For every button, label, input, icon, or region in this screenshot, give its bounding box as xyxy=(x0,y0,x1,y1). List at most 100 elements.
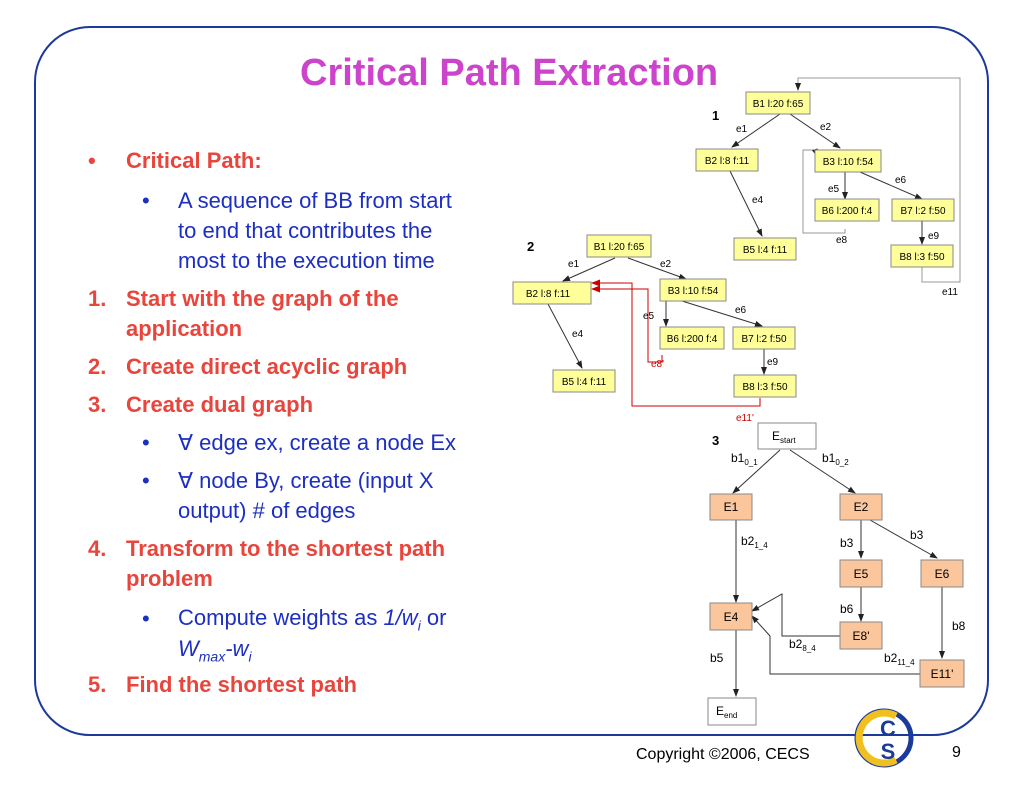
step-2-text: Create direct acyclic graph xyxy=(126,354,408,379)
graph-2: 2 B1 l:20 f:65 B2 l:8 f:11 B3 l:10 f:54 … xyxy=(512,234,797,424)
node-e8-prime xyxy=(839,621,883,650)
node-b5-label: B5 l:4 f:11 xyxy=(562,377,607,388)
node-b1 xyxy=(586,234,652,258)
sub-bullet-node-line: ∀ node By, create (input X xyxy=(178,468,434,493)
edge-label-e8: e8 xyxy=(836,235,848,246)
step-number: 2. xyxy=(88,354,107,379)
edge-label-e1: e1 xyxy=(568,259,580,270)
edge-label-b5: b5 xyxy=(710,651,724,665)
node-b2-label: B2 l:8 f:11 xyxy=(526,289,571,300)
edge-b1-0-1 xyxy=(732,449,781,494)
copyright-text: Copyright ©2006, CECS xyxy=(636,746,810,763)
sub-bullet-line: to end that contributes the xyxy=(178,218,433,243)
graph-1-label: 1 xyxy=(712,108,719,123)
node-b1-label: B1 l:20 f:65 xyxy=(594,242,645,253)
step-1-line: Start with the graph of the xyxy=(126,286,399,311)
node-b3 xyxy=(814,149,882,173)
edge-label-e11-prime: e11' xyxy=(736,413,754,424)
edge-e1 xyxy=(731,113,781,148)
edge-label-b1-0-2: b10_2 xyxy=(822,451,849,467)
edge-label-e11: e11 xyxy=(942,287,958,298)
sub-bullet-node-line: output) # of edges xyxy=(178,498,356,523)
graph-1: 1 B1 l:20 f:65 B2 l:8 f:11 B3 l:10 f:54 … xyxy=(695,77,961,298)
edge-label-e6: e6 xyxy=(895,175,907,186)
edge-label-b2-8-4: b28_4 xyxy=(789,637,816,653)
node-e1 xyxy=(709,493,753,521)
edge-label-e4: e4 xyxy=(752,195,764,206)
bullet-marker: • xyxy=(142,430,150,455)
step-number: 3. xyxy=(88,392,107,417)
edge-label-b2-11-4: b211_4 xyxy=(884,651,915,667)
node-b6-label: B6 l:200 f:4 xyxy=(667,334,718,345)
bullet-marker: • xyxy=(142,188,150,213)
edge-label-e5: e5 xyxy=(643,311,655,322)
edge-label-e2: e2 xyxy=(820,122,832,133)
edge-e1 xyxy=(562,257,616,282)
edge-label-b3-right: b3 xyxy=(910,528,924,542)
node-b7-label: B7 l:2 f:50 xyxy=(900,206,945,217)
node-b3-label: B3 l:10 f:54 xyxy=(668,286,719,297)
slide-title: Critical Path Extraction xyxy=(300,52,719,94)
sub-bullet-line: A sequence of BB from start xyxy=(178,188,452,213)
edge-label-b1-0-1: b10_1 xyxy=(731,451,758,467)
edge-label-e4: e4 xyxy=(572,329,584,340)
graph-3: 3 Estart E1 E2 E5 E6 E4 E8' E11' Eend b1… xyxy=(707,422,966,726)
edge-e11 xyxy=(795,77,961,283)
edge-label-e1: e1 xyxy=(736,124,748,135)
node-e11-prime-label: E11' xyxy=(931,667,954,681)
node-b2 xyxy=(512,281,592,305)
node-b8 xyxy=(733,374,797,398)
edge-label-b8: b8 xyxy=(952,619,966,633)
edge-e2 xyxy=(627,257,687,280)
node-b8-label: B8 l:3 f:50 xyxy=(742,382,787,393)
node-b1-label: B1 l:20 f:65 xyxy=(753,99,804,110)
sub-bullet-line: most to the execution time xyxy=(178,248,435,273)
graph-3-label: 3 xyxy=(712,433,719,448)
edge-label-e2: e2 xyxy=(660,259,672,270)
edge-b2-8-4 xyxy=(751,593,840,637)
graph-2-label: 2 xyxy=(527,239,534,254)
edge-b3-e6 xyxy=(869,519,938,559)
edge-label-b3-left: b3 xyxy=(840,536,854,550)
node-e5 xyxy=(839,559,883,588)
node-b2-label: B2 l:8 f:11 xyxy=(705,156,750,167)
node-e8-prime-label: E8' xyxy=(853,629,870,643)
step-number: 5. xyxy=(88,672,107,697)
edge-e4 xyxy=(729,170,763,237)
step-3-text: Create dual graph xyxy=(126,392,314,417)
bullet-critical-path: Critical Path: xyxy=(126,148,262,173)
edge-label-e8-prime: e8' xyxy=(651,359,664,370)
step-number: 4. xyxy=(88,536,107,561)
step-5-text: Find the shortest path xyxy=(126,672,357,697)
node-b3-label: B3 l:10 f:54 xyxy=(823,157,874,168)
edge-b2-11-4 xyxy=(751,615,920,675)
node-e-end xyxy=(707,697,757,726)
node-e-start-label: Estart xyxy=(772,429,796,445)
slide-frame xyxy=(34,26,989,736)
node-b2 xyxy=(695,148,759,172)
step-number: 1. xyxy=(88,286,107,311)
page-number: 9 xyxy=(952,744,961,761)
node-e-start xyxy=(757,422,817,450)
bullet-marker: • xyxy=(142,606,150,631)
node-b6 xyxy=(814,198,880,222)
edge-e11-prime xyxy=(591,279,761,407)
cecs-logo: C S xyxy=(854,708,914,768)
edge-label-e6: e6 xyxy=(735,305,747,316)
node-b7 xyxy=(891,198,955,222)
node-e6 xyxy=(920,559,964,588)
node-b8 xyxy=(890,244,954,268)
sub-bullet-weights-formula: Wmax-wi xyxy=(178,636,252,665)
edge-e8-prime xyxy=(591,285,663,363)
node-b7-label: B7 l:2 f:50 xyxy=(741,334,786,345)
node-e5-label: E5 xyxy=(854,567,869,581)
node-e2-label: E2 xyxy=(854,500,869,514)
edge-label-e5: e5 xyxy=(828,184,840,195)
bullet-marker: • xyxy=(142,468,150,493)
step-4-line: Transform to the shortest path xyxy=(126,536,446,561)
node-b1 xyxy=(745,91,811,115)
edge-label-b2-1-4: b21_4 xyxy=(741,534,768,550)
step-4-line: problem xyxy=(126,566,213,591)
edge-label-e9: e9 xyxy=(767,357,779,368)
